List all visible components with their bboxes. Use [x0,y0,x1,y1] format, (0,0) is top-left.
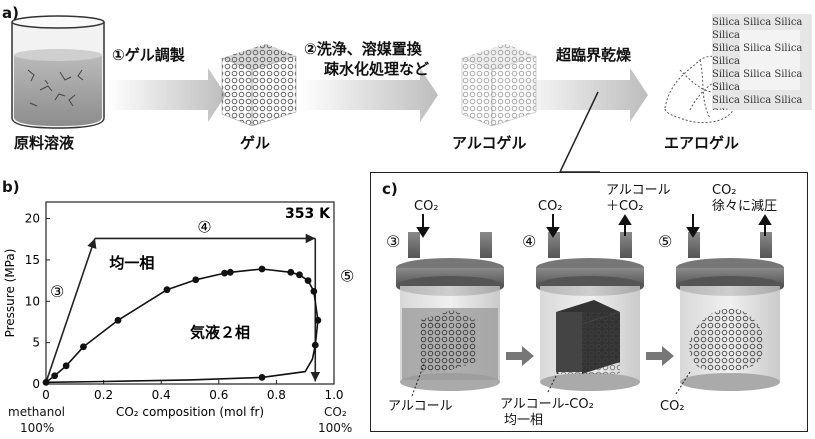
x-tick-label: 0.4 [152,388,171,402]
phase-two-label: 気液２相 [190,324,250,342]
x-right-pct: 100% [318,421,353,435]
data-point [114,316,122,324]
panel-a-label: a) [2,4,19,22]
temperature-label: 353 K [285,206,331,222]
phase-one-label: 均一相 [109,254,154,272]
data-point [258,265,266,273]
step-5-marker: ⑤ [658,232,673,251]
alcohol-out-co2-label: ＋CO₂ [606,199,644,214]
bottom-label-co2: CO₂ [660,399,685,414]
x-tick-label: 0.8 [267,388,286,402]
panel-b-label: b) [2,178,20,196]
process-arrow [45,238,97,383]
step-gel: ゲル [240,134,271,152]
data-point [287,268,295,276]
x-tick-label: 0 [42,388,50,402]
step-3-marker: ③ [50,282,64,301]
co2-label-2: CO₂ [538,199,563,214]
silica-row: Silica Silica Silica Silica [712,95,803,110]
arrow-label-hydrophobic: 疎水化処理など [324,60,430,78]
arrow-label-supercritical: 超臨界乾燥 [556,46,632,64]
process-arrow-2 [300,68,438,122]
depress-co2-label: CO₂ [712,183,737,198]
co2-label-1: CO₂ [414,199,439,214]
silica-row: Silica Silica Silica Silica [712,17,803,41]
data-point [296,271,303,279]
y-tick-label: 20 [25,212,40,226]
bottom-label-alcohol-co2: アルコール-CO₂ [500,397,594,412]
vessel-4 [536,232,644,391]
step-5-marker: ⑤ [340,266,354,285]
data-point [80,343,87,351]
silica-row: Silica Silica Silica Silica [712,69,803,93]
y-tick-label: 0 [32,377,40,391]
x-right-label: CO₂ [324,405,347,419]
silica-row: Silica Silica Silica Silica [712,43,803,67]
data-point [221,269,228,277]
y-tick-label: 5 [32,336,40,350]
data-point [310,287,318,295]
y-axis-label: Pressure (MPa) [3,249,17,338]
step-alcogel: アルコゲル [452,134,527,152]
bottom-label-homogeneous: 均一相 [504,413,544,428]
step-4-marker: ④ [522,232,537,251]
beaker-icon [11,15,105,129]
data-point [51,372,59,380]
phase-envelope-line [45,268,319,384]
x-left-label: methanol [8,405,66,419]
data-point [62,362,70,370]
alcogel-cube-icon [461,44,537,127]
x-tick-label: 0.6 [209,388,228,402]
silica-text-rows: Silica Silica Silica Silica Silica Silic… [712,16,812,110]
vessel-3 [396,232,504,391]
flow-arrow-1 [506,346,534,366]
process-arrow-1 [108,68,226,122]
vessel-5 [676,232,784,391]
alcohol-out-label: アルコール [606,183,671,198]
x-tick-label: 0.2 [94,388,113,402]
y-tick-label: 15 [25,253,40,267]
panel-c-label: c) [382,180,398,198]
plot-frame [45,201,335,385]
depress-label: 徐々に減圧 [712,199,778,214]
y-tick-label: 10 [25,294,40,308]
arrow-label-gel-preparation: ①ゲル調製 [112,46,185,64]
data-point [163,286,171,294]
step-4-marker: ④ [197,218,211,237]
data-point [42,378,50,386]
step-3-marker: ③ [386,232,401,251]
data-point [226,268,234,276]
arrow-label-washing: ②洗浄、溶媒置換 [304,40,422,58]
step-aerogel: エアロゲル [664,134,740,152]
flow-arrow-2 [646,346,674,366]
silica-photo [712,14,812,110]
data-point [258,373,266,381]
data-point [314,316,322,324]
data-point [304,277,312,284]
x-left-pct: 100% [20,421,55,435]
data-point [311,341,319,349]
x-tick-label: 1.0 [324,388,343,402]
bottom-label-alcohol: アルコール [388,399,453,414]
gel-cube-icon [221,44,297,127]
x-axis-label: CO₂ composition (mol fr) [116,405,264,419]
data-point [192,276,200,284]
step-raw-solution: 原料溶液 [14,134,75,152]
